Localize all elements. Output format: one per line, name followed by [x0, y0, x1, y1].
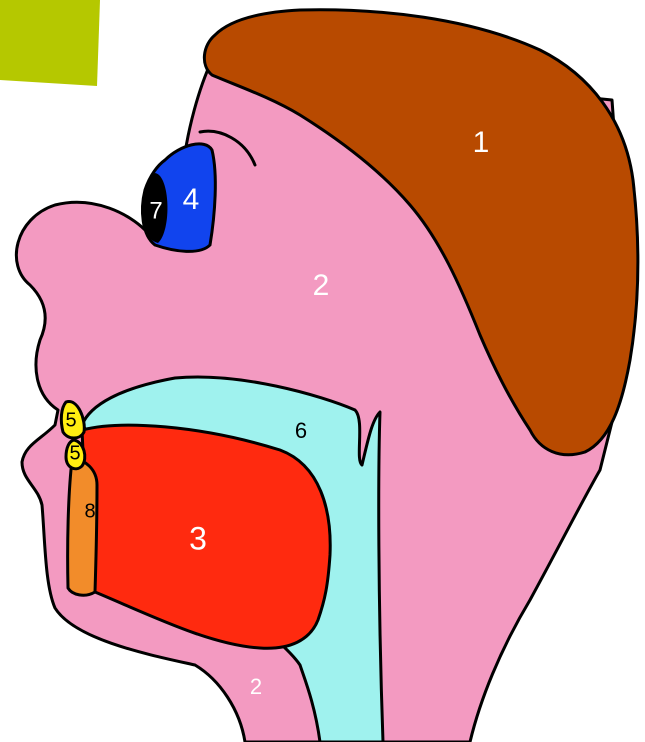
lower-lip-shape: [68, 460, 97, 595]
label-lower-tooth: 5: [69, 442, 80, 464]
label-tongue: 3: [189, 520, 207, 556]
label-neck: 2: [250, 674, 262, 699]
label-face: 2: [313, 269, 330, 302]
label-oral-cavity: 6: [295, 418, 307, 443]
label-hair: 1: [473, 126, 490, 159]
label-pupil: 7: [149, 197, 162, 224]
corner-square-icon: [0, 0, 100, 86]
label-lower-lip: 8: [84, 500, 95, 522]
label-upper-tooth: 5: [65, 409, 76, 431]
label-eye: 4: [183, 183, 200, 216]
